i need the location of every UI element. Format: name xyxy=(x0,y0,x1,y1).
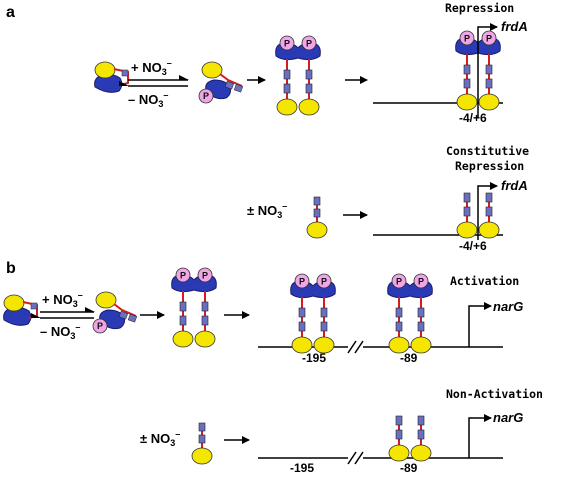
minus-nitrate-b: – NO3– xyxy=(40,322,80,341)
repression-title: Repression xyxy=(445,1,514,15)
promoter-arrow-frdA-2 xyxy=(477,182,498,240)
dna-break-b1 xyxy=(347,340,364,354)
narl-phosphorylated-monomer-b xyxy=(92,291,138,334)
narl-dimer-site-89 xyxy=(386,273,434,354)
promoter-arrow-narG xyxy=(468,302,492,347)
promoter-arrow-narG-2 xyxy=(468,414,492,458)
site-195-label: -195 xyxy=(302,351,326,365)
narl-closed-monomer xyxy=(93,61,129,94)
plus-nitrate-b: + NO3– xyxy=(42,290,83,309)
constitutive-title-2: Repression xyxy=(455,159,524,173)
narl-dimer-site-195 xyxy=(289,273,337,354)
equilibrium-arrows-b xyxy=(31,307,95,319)
narl-unphospho-monomer-b xyxy=(191,422,213,465)
panel-a: a + NO3– – NO3– Repression frdA -4/+6 Co… xyxy=(6,1,529,253)
gene-narG-label-2: narG xyxy=(493,410,523,425)
plus-nitrate-a: + NO3– xyxy=(131,58,172,77)
narl-unphospho-monomer-a xyxy=(306,196,328,239)
narl-dimer-unphospho-site-89 xyxy=(388,415,432,462)
panel-a-label: a xyxy=(6,4,15,21)
narl-phosphorylated-monomer xyxy=(198,61,244,104)
narl-dimer-free-b xyxy=(170,267,218,348)
minus-nitrate-a: – NO3– xyxy=(128,90,168,109)
equilibrium-arrows-a xyxy=(119,75,189,87)
pm-nitrate-b: ± NO3– xyxy=(140,429,180,448)
position-frdA: -4/+6 xyxy=(459,111,487,125)
position-frdA-2: -4/+6 xyxy=(459,239,487,253)
site-89-label-2: -89 xyxy=(400,461,418,475)
narl-dimer-free xyxy=(274,35,322,116)
site-195-label-2: -195 xyxy=(290,461,314,475)
site-89-label: -89 xyxy=(400,351,418,365)
gene-frdA-label-2: frdA xyxy=(501,178,528,193)
activation-title: Activation xyxy=(450,274,519,288)
narl-closed-monomer-b xyxy=(2,294,38,327)
constitutive-title-1: Constitutive xyxy=(446,144,529,158)
panel-b: b + NO3– – NO3– Activation narG -195 -89… xyxy=(2,260,543,475)
gene-frdA-label: frdA xyxy=(501,19,528,34)
panel-b-label: b xyxy=(6,260,16,277)
pm-nitrate-a: ± NO3– xyxy=(247,201,287,220)
dna-break-b2 xyxy=(347,451,364,465)
promoter-arrow-frdA xyxy=(477,23,498,118)
non-activation-title: Non-Activation xyxy=(446,387,543,401)
gene-narG-label: narG xyxy=(493,299,523,314)
